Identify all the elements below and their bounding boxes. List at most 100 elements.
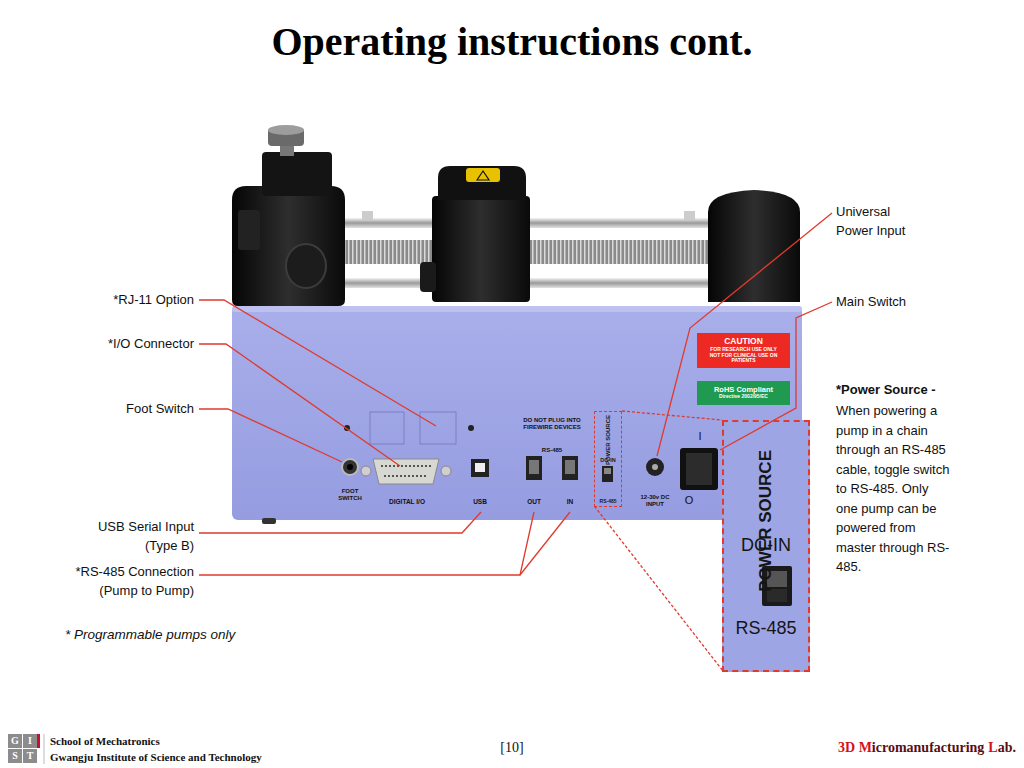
switch-position: RS-485 <box>735 618 796 639</box>
rs485-jack <box>526 456 542 480</box>
inset-ground <box>722 420 810 672</box>
vertical-marking: POWER SOURCE <box>757 450 775 592</box>
label-box: Gwangju Institute of Science and Technol… <box>50 751 262 764</box>
pump-body <box>232 306 802 520</box>
syringe-clamp <box>262 152 332 196</box>
leader-line <box>520 512 570 575</box>
callout-label: Main Switch <box>836 294 906 310</box>
label-box: *RS-485 Connection (Pump to Pump) <box>64 563 194 601</box>
power-source-inset: POWER SOURCEDC-IN RS-485 <box>722 420 810 672</box>
lab-name-line: 3D MicromanufacturingLab. <box>838 740 1016 757</box>
leader-line <box>720 302 832 450</box>
panel-marking: IN <box>562 498 578 506</box>
logo-tile <box>23 749 37 763</box>
usb-port-inner <box>475 463 485 472</box>
logo-tile <box>8 749 22 763</box>
slide-title: Operating instructions cont. <box>0 19 1024 65</box>
leader-line <box>199 344 400 466</box>
label-box: DIGITAL I/O <box>375 498 439 506</box>
panel-screw <box>468 425 474 431</box>
logo-letter: S <box>8 749 22 763</box>
callout-label: Foot Switch <box>126 401 194 417</box>
release-knob <box>420 262 436 292</box>
label-box: Main Switch <box>836 294 906 310</box>
rj11-port-cover <box>370 412 404 444</box>
lab-name: 3D M <box>838 740 872 755</box>
rod-clip <box>684 211 695 220</box>
lab-name: icromanufacturing <box>872 740 985 755</box>
footer-school: School of Mechatronics <box>50 735 160 748</box>
rs485-jack-inner <box>565 460 575 474</box>
label-box: T <box>23 749 37 763</box>
callout-label: *RJ-11 Option <box>113 292 194 308</box>
panel-marking: DO NOT PLUG INTO FIREWIRE DEVICES <box>523 417 581 431</box>
source-switch <box>602 466 613 482</box>
logo-letter: T <box>23 749 37 763</box>
label-box: 12-30v DC INPUT <box>635 494 675 507</box>
panel-marking: USB <box>465 498 495 506</box>
foot-switch-jack <box>342 459 358 475</box>
label-box: IN <box>562 498 578 506</box>
text-slot: POWER SOURCE <box>724 450 808 596</box>
label-box: DO NOT PLUG INTO FIREWIRE DEVICES <box>523 417 581 431</box>
leader-lines <box>199 213 832 575</box>
rs485-jack <box>562 456 578 480</box>
note-heading: *Power Source - <box>836 382 936 398</box>
switch-marking: O <box>682 494 696 507</box>
label-box: I <box>23 734 37 748</box>
panel-marking: RS-485 <box>535 447 569 454</box>
dc-jack <box>646 458 664 476</box>
dsub-screw <box>441 466 451 476</box>
label-box: *I/O Connector <box>108 336 194 352</box>
zoom-connector <box>595 506 724 671</box>
pusher-cap <box>438 166 526 200</box>
label-box: *Power Source - <box>836 382 936 398</box>
label-box: School of Mechatronics <box>50 735 160 748</box>
panel-marking: DIGITAL I/O <box>375 498 439 506</box>
panel-marking: FOOT SWITCH <box>335 488 365 501</box>
holder-ring <box>286 244 326 288</box>
leader-line <box>199 409 342 462</box>
warning-triangle <box>477 171 489 180</box>
source-switch-lever <box>604 468 611 474</box>
leader-line <box>199 300 436 426</box>
label-box: S <box>8 749 22 763</box>
pusher-block <box>432 196 530 302</box>
switch-position: RS-485 <box>600 499 617 505</box>
switch-marking: I <box>694 430 706 443</box>
text-slot: DC-IN <box>724 535 808 556</box>
text-slot: RS-485 <box>724 618 808 639</box>
footer-institute: Gwangju Institute of Science and Technol… <box>50 751 262 764</box>
usb-port <box>471 459 489 477</box>
switch-position: DC-IN <box>600 457 615 463</box>
label-box: *RJ-11 Option <box>113 292 194 308</box>
label-box: USB Serial Input (Type B) <box>82 518 194 556</box>
label-box: [10] <box>490 740 534 757</box>
logo-letter: I <box>23 734 37 748</box>
leader-line <box>199 512 481 533</box>
rohs-sticker: RoHS CompliantDirective 2002/95/EC <box>697 381 790 405</box>
callout-label: *RS-485 Connection (Pump to Pump) <box>64 563 194 601</box>
panel-marking: 12-30v DC INPUT <box>635 494 675 507</box>
label-box: I <box>694 430 706 443</box>
end-block <box>708 190 800 302</box>
holder-arm <box>238 210 260 250</box>
rocker-switch <box>680 448 718 490</box>
logo-accent <box>37 734 40 748</box>
dsub-pins <box>381 466 431 476</box>
warning-label <box>466 168 500 182</box>
sticker-text: Directive 2002/95/EC <box>719 394 768 400</box>
logo-divider <box>44 734 45 764</box>
switch-position: DC-IN <box>741 535 791 556</box>
title-box: Operating instructions cont. <box>0 19 1024 65</box>
panel-marking: OUT <box>523 498 545 506</box>
sticker-heading: CAUTION <box>724 337 763 347</box>
page-number: [10] <box>490 740 534 757</box>
footnote: * Programmable pumps only <box>65 627 235 643</box>
rod-clip <box>362 211 373 220</box>
label-box: Universal Power Input <box>836 203 926 241</box>
rocker-switch-face <box>686 453 712 485</box>
caution-sticker: CAUTIONFOR RESEARCH USE ONLYNOT FOR CLIN… <box>697 333 790 368</box>
